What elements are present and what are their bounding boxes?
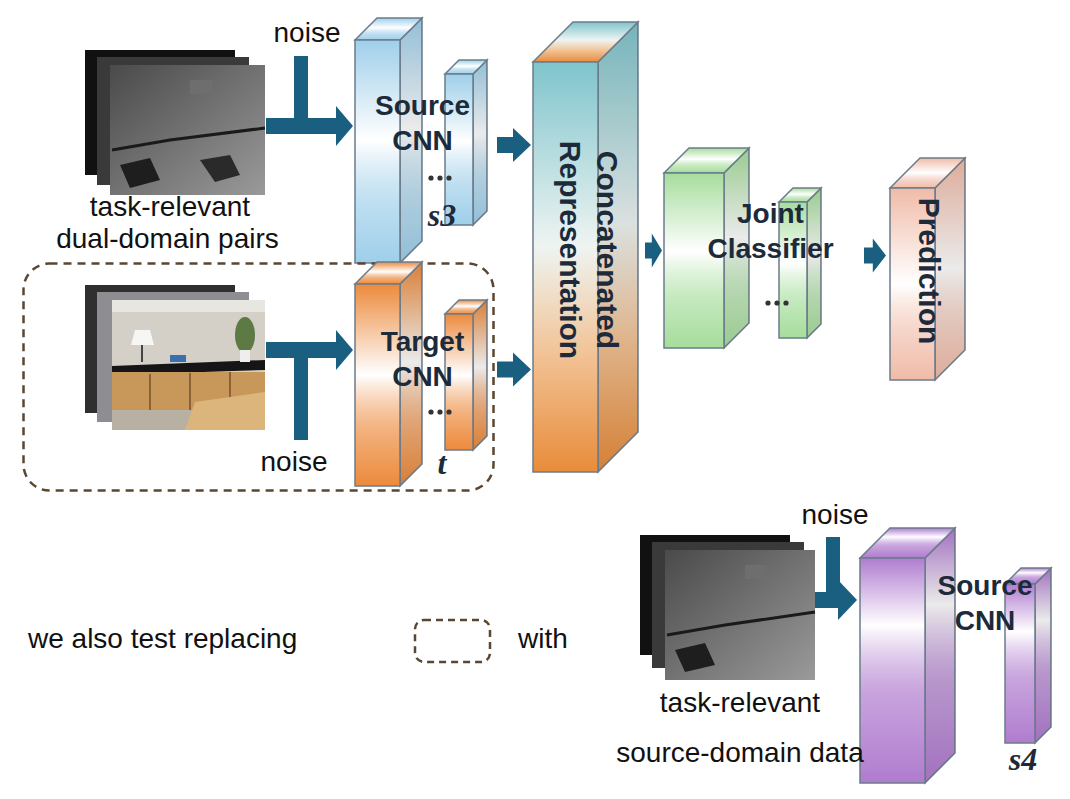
text-holder: Joint Classifier: [679, 196, 862, 266]
noise-injection-arrow: [815, 537, 857, 620]
block-symbol: s4: [993, 742, 1053, 777]
block-label: Prediction: [909, 166, 947, 376]
block-label: Target CNN: [350, 324, 495, 394]
text-label: noise: [795, 498, 875, 532]
flow-arrow: [645, 234, 662, 268]
network-block: Joint Classifier: [664, 148, 862, 353]
text-label: with: [518, 622, 598, 656]
network-block: Target CNN t: [350, 262, 495, 490]
network-block: Source CNN s4: [855, 528, 1060, 790]
text-label: dual-domain pairs: [0, 222, 335, 256]
noise-injection-arrow: [266, 56, 353, 146]
rotated-holder: Concatenated Representation: [533, 22, 643, 477]
network-block: Prediction: [888, 158, 968, 383]
block-symbol: s3: [412, 198, 472, 233]
text-holder: s3: [412, 198, 472, 233]
text-holder: noise: [244, 445, 344, 479]
rotated-holder: Prediction: [888, 158, 968, 383]
text-holder: t: [422, 446, 462, 481]
depth-image-stack: [85, 50, 265, 195]
flow-arrow: [864, 239, 886, 273]
network-block: Concatenated Representation: [533, 22, 643, 477]
text-label: task-relevant: [40, 190, 300, 224]
text-label: noise: [262, 16, 352, 50]
dashed-box-symbol: [415, 620, 490, 662]
flow-arrow: [497, 128, 531, 162]
block-shape: [533, 22, 643, 477]
flow-arrow: [497, 353, 531, 387]
text-holder: Source CNN: [910, 568, 1060, 638]
rgb-image-stack: [85, 285, 265, 430]
noise-injection-arrow: [266, 330, 353, 440]
text-label: source-domain data: [560, 736, 920, 770]
block-label: noise: [244, 445, 344, 479]
block-label: Source CNN: [350, 88, 495, 158]
dashed-region: noise Target CNN t: [22, 262, 495, 492]
text-label: task-relevant: [600, 686, 880, 720]
block-label: Source CNN: [910, 568, 1060, 638]
block-symbol: t: [422, 446, 462, 481]
text-label: we also test replacing: [28, 622, 398, 656]
text-holder: Target CNN: [350, 324, 495, 394]
network-block: Source CNN s3: [350, 18, 495, 268]
block-label: Concatenated Representation: [551, 100, 626, 400]
text-holder: Source CNN: [350, 88, 495, 158]
text-holder: s4: [993, 742, 1053, 777]
depth-image-stack: [640, 535, 815, 680]
block-label: Joint Classifier: [679, 196, 862, 266]
